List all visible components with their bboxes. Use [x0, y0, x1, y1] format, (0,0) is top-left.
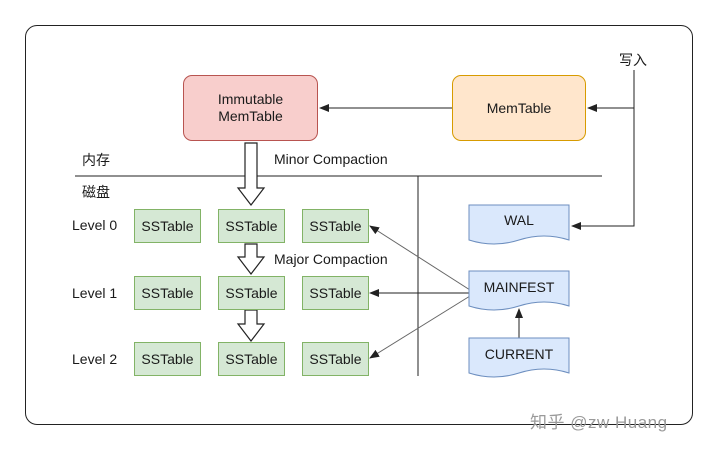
sstable-l1-1: SSTable: [218, 276, 285, 310]
sstable-l2-1: SSTable: [218, 342, 285, 376]
sstable-l2-0: SSTable: [134, 342, 201, 376]
sstable-l0-1: SSTable: [218, 209, 285, 243]
write-label: 写入: [619, 52, 647, 68]
write-to-wal-arrow: [571, 108, 635, 230]
wal-shape: [468, 204, 570, 245]
sstable-l0-0: SSTable: [134, 209, 201, 243]
minor-compaction-label: Minor Compaction: [274, 151, 388, 167]
memory-label: 内存: [82, 152, 110, 168]
current-label: CURRENT: [484, 346, 554, 362]
manifest-label: MAINFEST: [483, 279, 555, 295]
minor-compaction-arrow: [236, 142, 266, 206]
level-2-label: Level 2: [72, 351, 118, 367]
manifest-to-level0-arrow: [369, 225, 471, 291]
level-1-label: Level 1: [72, 285, 118, 301]
disk-label: 磁盘: [82, 184, 110, 200]
memtable-box: MemTable: [452, 75, 586, 141]
manifest-shape: [468, 270, 570, 311]
major-compaction-arrow-2: [236, 309, 266, 342]
watermark: 知乎 @zw Huang: [530, 413, 668, 432]
immutable-memtable-box: Immutable MemTable: [183, 75, 318, 141]
sstable-l1-2: SSTable: [302, 276, 369, 310]
major-compaction-arrow-1: [236, 243, 266, 275]
current-shape: [468, 337, 570, 378]
sstable-l2-2: SSTable: [302, 342, 369, 376]
level-0-label: Level 0: [72, 217, 118, 233]
write-to-memtable-arrow: [587, 70, 635, 112]
wal-label: WAL: [504, 212, 534, 228]
major-compaction-label: Major Compaction: [274, 251, 388, 267]
sstable-l0-2: SSTable: [302, 209, 369, 243]
diagram-frame: [25, 25, 693, 425]
manifest-to-level2-arrow: [369, 295, 471, 359]
sstable-l1-0: SSTable: [134, 276, 201, 310]
